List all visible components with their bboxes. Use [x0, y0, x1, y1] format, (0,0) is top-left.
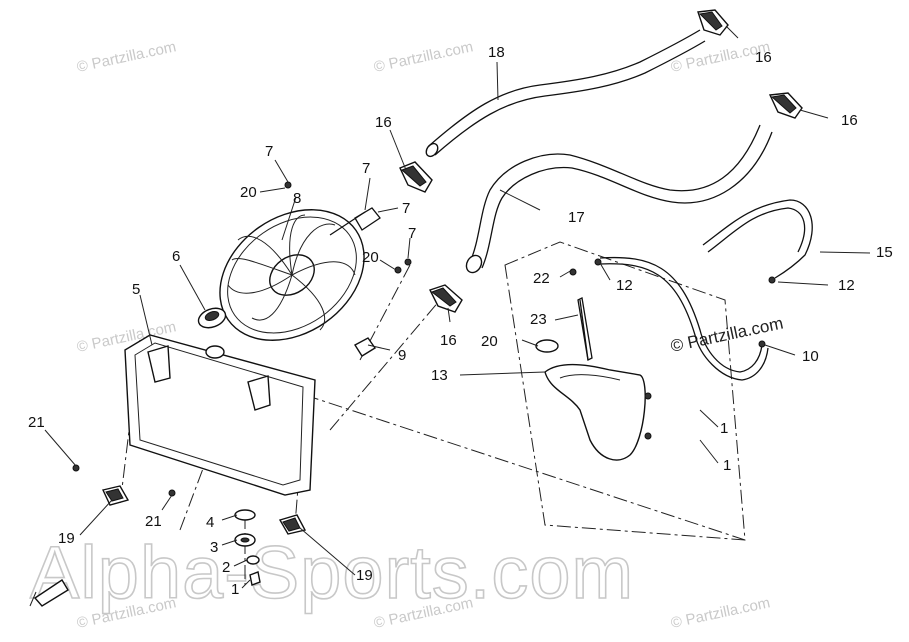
coolant-reservoir: [535, 297, 646, 461]
callout-10: 10: [802, 348, 819, 365]
callout-16: 16: [841, 112, 858, 129]
watermark-banner: Alpha-Sports.com: [30, 531, 634, 614]
callout-12: 12: [838, 277, 855, 294]
clamp-16-right: [768, 92, 803, 119]
hose-17: [465, 124, 773, 274]
callout-22: 22: [533, 270, 550, 287]
callout-23: 23: [530, 311, 547, 328]
cooling-fan: [219, 207, 381, 341]
callout-9: 9: [398, 347, 406, 364]
fasteners: [29, 181, 776, 607]
callout-1: 1: [231, 581, 239, 598]
clamp-16-top: [697, 9, 729, 36]
callout-18: 18: [488, 44, 505, 61]
callout-19: 19: [356, 567, 373, 584]
callout-20: 20: [362, 249, 379, 266]
callout-1: 1: [723, 457, 731, 474]
callout-8: 8: [293, 190, 301, 207]
callout-17: 17: [568, 209, 585, 226]
callout-15: 15: [876, 244, 893, 261]
callout-13: 13: [431, 367, 448, 384]
callout-20: 20: [481, 333, 498, 350]
callout-12: 12: [616, 277, 633, 294]
clamp-16-mid: [399, 161, 433, 193]
hose-18: [425, 29, 706, 158]
callout-7: 7: [408, 225, 416, 242]
callout-labels: 16 16 16 16 18 17 15 12 12 10 22 23 20 1…: [28, 44, 893, 598]
callout-7: 7: [265, 143, 273, 160]
callout-4: 4: [206, 514, 214, 531]
callout-5: 5: [132, 281, 140, 298]
callout-2: 2: [222, 559, 230, 576]
callout-7: 7: [402, 200, 410, 217]
callout-3: 3: [210, 539, 218, 556]
callout-16: 16: [440, 332, 457, 349]
watermarks: © Partzilla.com © Partzilla.com © Partzi…: [29, 38, 785, 632]
callout-21: 21: [28, 414, 45, 431]
watermark-text: © Partzilla.com: [75, 38, 177, 76]
hose-10: [599, 256, 769, 381]
callout-7: 7: [362, 160, 370, 177]
leader-lines: [44, 25, 871, 589]
watermark-text: © Partzilla.com: [372, 38, 474, 76]
radiator: [124, 307, 316, 496]
hose-15: [702, 199, 813, 279]
callout-16: 16: [375, 114, 392, 131]
callout-20: 20: [240, 184, 257, 201]
callout-6: 6: [172, 248, 180, 265]
callout-19: 19: [58, 530, 75, 547]
clamp-16-low: [429, 284, 463, 313]
watermark-text: © Partzilla.com: [669, 594, 771, 632]
callout-1: 1: [720, 420, 728, 437]
callout-21: 21: [145, 513, 162, 530]
callout-16: 16: [755, 49, 772, 66]
